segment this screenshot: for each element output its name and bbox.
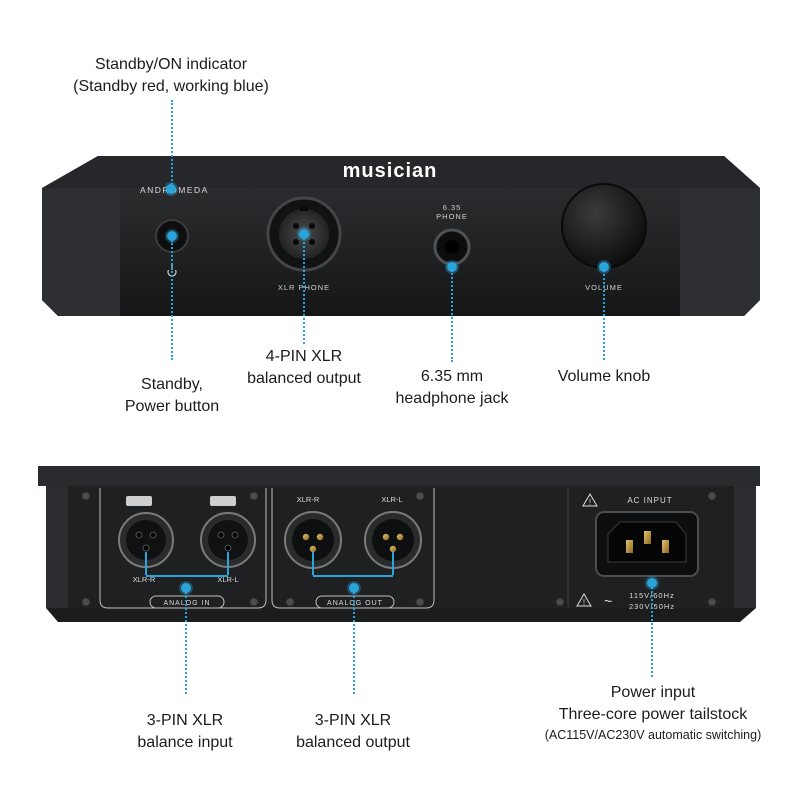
out-l-label: XLR-L: [381, 495, 402, 504]
volume-dot: [599, 262, 609, 272]
output-dot: [349, 583, 359, 593]
callout-standby-indicator: Standby/ON indicator (Standby red, worki…: [73, 56, 269, 95]
standby-dot: [167, 231, 177, 241]
leader-volume: [603, 270, 605, 360]
callout-volume: Volume knob: [557, 368, 651, 385]
xlr-dot: [299, 229, 309, 239]
jack-label-2: PHONE: [436, 212, 468, 221]
in-r-label: XLR-R: [133, 575, 156, 584]
power-dot: [647, 578, 657, 588]
jack-dot: [447, 262, 457, 272]
svg-text:!: !: [583, 598, 585, 607]
out-r-label: XLR-R: [297, 495, 320, 504]
warning-icon: !: [582, 493, 598, 507]
callout-power-input: Power input Three-core power tailstock (…: [544, 684, 762, 742]
input-dot: [181, 583, 191, 593]
ac-input-label: AC INPUT: [627, 496, 672, 505]
callout-balanced-output: 3-PIN XLR balanced output: [296, 712, 410, 751]
analog-out-label: ANALOG OUT: [327, 600, 383, 607]
leader-xlr: [303, 238, 305, 344]
ac-power-inlet[interactable]: [595, 511, 699, 577]
callout-standby-button: Standby, Power button: [124, 376, 220, 415]
leader-input: [185, 592, 187, 694]
in-bridge: [146, 575, 228, 577]
warning-icon-2: !: [576, 593, 592, 607]
indicator-dot: [166, 184, 176, 194]
callout-xlr-4pin: 4-PIN XLR balanced output: [247, 348, 361, 387]
svg-text:!: !: [589, 498, 591, 507]
analog-in-label: ANALOG IN: [163, 600, 210, 607]
ac-tilde-icon: ~: [604, 593, 612, 609]
xlr-output-r[interactable]: [284, 511, 342, 569]
brand-logo: musician: [343, 160, 438, 182]
leader-jack: [451, 270, 453, 362]
leader-power: [651, 587, 653, 677]
out-bridge: [313, 575, 393, 577]
jack-label-1: 6.35: [443, 203, 462, 212]
callout-jack: 6.35 mm headphone jack: [395, 368, 509, 407]
xlr-output-l[interactable]: [364, 511, 422, 569]
leader-standby: [171, 240, 173, 360]
in-l-label: XLR-L: [217, 575, 238, 584]
volume-knob[interactable]: [561, 183, 647, 269]
leader-indicator: [171, 100, 173, 188]
leader-output: [353, 592, 355, 694]
callout-balance-input: 3-PIN XLR balance input: [137, 712, 233, 751]
xlr-input-l[interactable]: [200, 496, 256, 568]
